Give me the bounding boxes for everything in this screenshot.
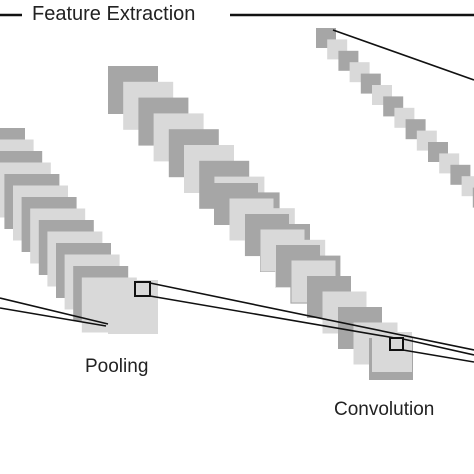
projection-line-conv-b [402,349,474,363]
projection-line-left-b [0,307,107,327]
section-title: Feature Extraction [32,3,195,25]
feature-map [461,176,474,197]
projection-line-conv-a [402,338,474,356]
projection-line-top [332,29,474,81]
pooling-kernel-box [134,281,151,297]
feature-map-stack-upper-right [316,28,474,208]
feature-map-stack-convolution [214,183,413,380]
projection-line-pool-a [149,282,474,351]
feature-map [472,187,474,208]
projection-line-left-a [0,297,109,325]
convolution-label: Convolution [334,399,434,420]
convolution-kernel-box [389,337,404,351]
projection-line-pool-b [149,295,396,339]
pooling-label: Pooling [85,356,148,377]
